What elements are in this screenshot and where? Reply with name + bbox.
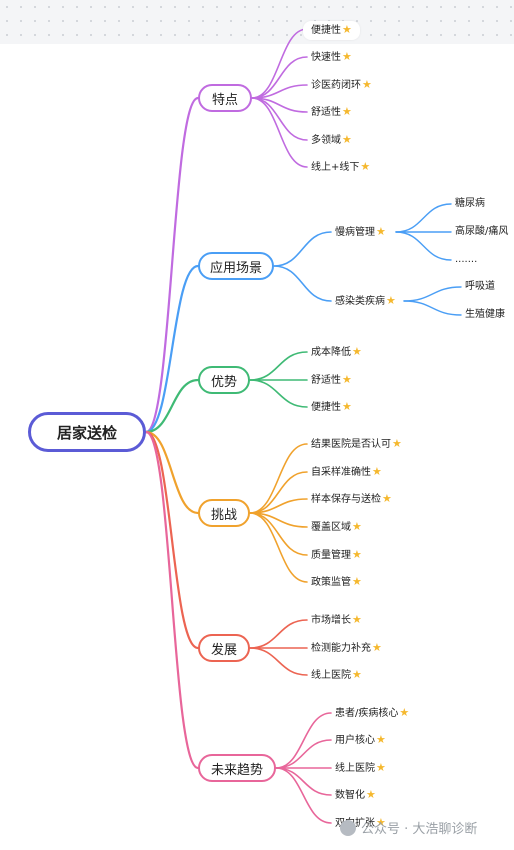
star-icon: ★ — [342, 23, 352, 36]
leaf-online-hospital[interactable]: 线上医院★ — [311, 668, 362, 681]
connector-line — [251, 97, 308, 168]
subleaf-reproductive-health[interactable]: 生殖健康 — [465, 309, 505, 320]
connector-line — [144, 430, 200, 770]
branch-node-development[interactable]: 发展 — [198, 634, 250, 662]
root-node[interactable]: 居家送检 — [28, 412, 146, 452]
connector-line — [403, 300, 462, 316]
leaf-features-online-offline[interactable]: 线上+线下★ — [311, 160, 371, 173]
connector-line — [251, 28, 308, 99]
star-icon: ★ — [352, 520, 362, 533]
connector-line — [273, 231, 332, 267]
leaf-policy-regulation[interactable]: 政策监管★ — [311, 575, 362, 588]
leaf-market-growth[interactable]: 市场增长★ — [311, 613, 362, 626]
leaf-advantage-comfort[interactable]: 舒适性★ — [311, 373, 352, 386]
star-icon: ★ — [382, 492, 392, 505]
connector-line — [395, 203, 452, 233]
subleaf-ellipsis[interactable]: ....... — [455, 254, 478, 265]
leaf-patient-disease-core[interactable]: 患者/疾病核心★ — [335, 706, 410, 719]
star-icon: ★ — [376, 816, 386, 829]
branch-node-challenges[interactable]: 挑战 — [198, 499, 250, 527]
connector-line — [275, 767, 332, 824]
star-icon: ★ — [376, 225, 386, 238]
connector-line — [275, 767, 332, 796]
connector-line — [275, 739, 332, 769]
star-icon: ★ — [342, 50, 352, 63]
branch-node-advantages[interactable]: 优势 — [198, 366, 250, 394]
leaf-digital-intelligence[interactable]: 数智化★ — [335, 788, 376, 801]
connector-line — [249, 512, 308, 583]
connector-line — [144, 430, 200, 515]
connector-line — [403, 286, 462, 302]
subleaf-diabetes[interactable]: 糖尿病 — [455, 198, 485, 209]
star-icon: ★ — [376, 761, 386, 774]
star-icon: ★ — [362, 78, 372, 91]
connector-line — [273, 265, 332, 302]
star-icon: ★ — [392, 437, 402, 450]
star-icon: ★ — [352, 575, 362, 588]
leaf-features-convenience[interactable]: 便捷性★ — [303, 21, 360, 40]
connector-line — [249, 443, 308, 514]
leaf-features-speed[interactable]: 快速性★ — [311, 50, 352, 63]
leaf-advantage-convenience[interactable]: 便捷性★ — [311, 400, 352, 413]
connector-line — [249, 619, 308, 649]
connector-line — [144, 378, 200, 434]
star-icon: ★ — [360, 160, 371, 173]
star-icon: ★ — [352, 548, 362, 561]
star-icon: ★ — [372, 465, 382, 478]
star-icon: ★ — [352, 613, 362, 626]
connector-line — [275, 712, 332, 769]
leaf-hospital-recognition[interactable]: 结果医院是否认可★ — [311, 437, 402, 450]
wechat-icon — [340, 819, 356, 836]
watermark: 公众号 · 大浩聊诊断 — [340, 818, 477, 837]
subleaf-hyperuricemia-gout[interactable]: 高尿酸/痛风 — [455, 226, 509, 237]
leaf-features-multi-domain[interactable]: 多领域★ — [311, 133, 352, 146]
canvas-dotted-header — [0, 0, 514, 44]
branch-node-features[interactable]: 特点 — [198, 84, 252, 112]
star-icon: ★ — [376, 733, 386, 746]
connector-line — [144, 430, 200, 650]
leaf-chronic-disease-management[interactable]: 慢病管理★ — [335, 225, 386, 238]
connector-line — [249, 379, 308, 408]
branch-node-future-trends[interactable]: 未来趋势 — [198, 754, 276, 782]
leaf-infectious-disease[interactable]: 感染类疾病★ — [335, 294, 396, 307]
connector-line — [144, 96, 200, 434]
star-icon: ★ — [399, 706, 410, 719]
star-icon: ★ — [352, 345, 362, 358]
connector-line — [395, 231, 452, 261]
star-icon: ★ — [372, 641, 382, 654]
star-icon: ★ — [342, 133, 352, 146]
leaf-features-comfort[interactable]: 舒适性★ — [311, 105, 352, 118]
leaf-future-online-hospital[interactable]: 线上医院★ — [335, 761, 386, 774]
connector-line — [144, 264, 200, 434]
branch-node-application-scenarios[interactable]: 应用场景 — [198, 252, 274, 280]
connector-line — [249, 647, 308, 676]
star-icon: ★ — [342, 105, 352, 118]
leaf-cost-reduction[interactable]: 成本降低★ — [311, 345, 362, 358]
star-icon: ★ — [342, 400, 352, 413]
leaf-user-core[interactable]: 用户核心★ — [335, 733, 386, 746]
star-icon: ★ — [386, 294, 396, 307]
connector-line — [249, 351, 308, 381]
leaf-features-closed-loop[interactable]: 诊医药闭环★ — [311, 78, 372, 91]
star-icon: ★ — [352, 668, 362, 681]
leaf-quality-management[interactable]: 质量管理★ — [311, 548, 362, 561]
star-icon: ★ — [366, 788, 376, 801]
leaf-self-sampling-accuracy[interactable]: 自采样准确性★ — [311, 465, 382, 478]
leaf-sample-storage-delivery[interactable]: 样本保存与送检★ — [311, 492, 392, 505]
star-icon: ★ — [342, 373, 352, 386]
leaf-coverage-area[interactable]: 覆盖区域★ — [311, 520, 362, 533]
subleaf-respiratory[interactable]: 呼吸道 — [465, 281, 495, 292]
leaf-testing-capability[interactable]: 检测能力补充★ — [311, 641, 382, 654]
